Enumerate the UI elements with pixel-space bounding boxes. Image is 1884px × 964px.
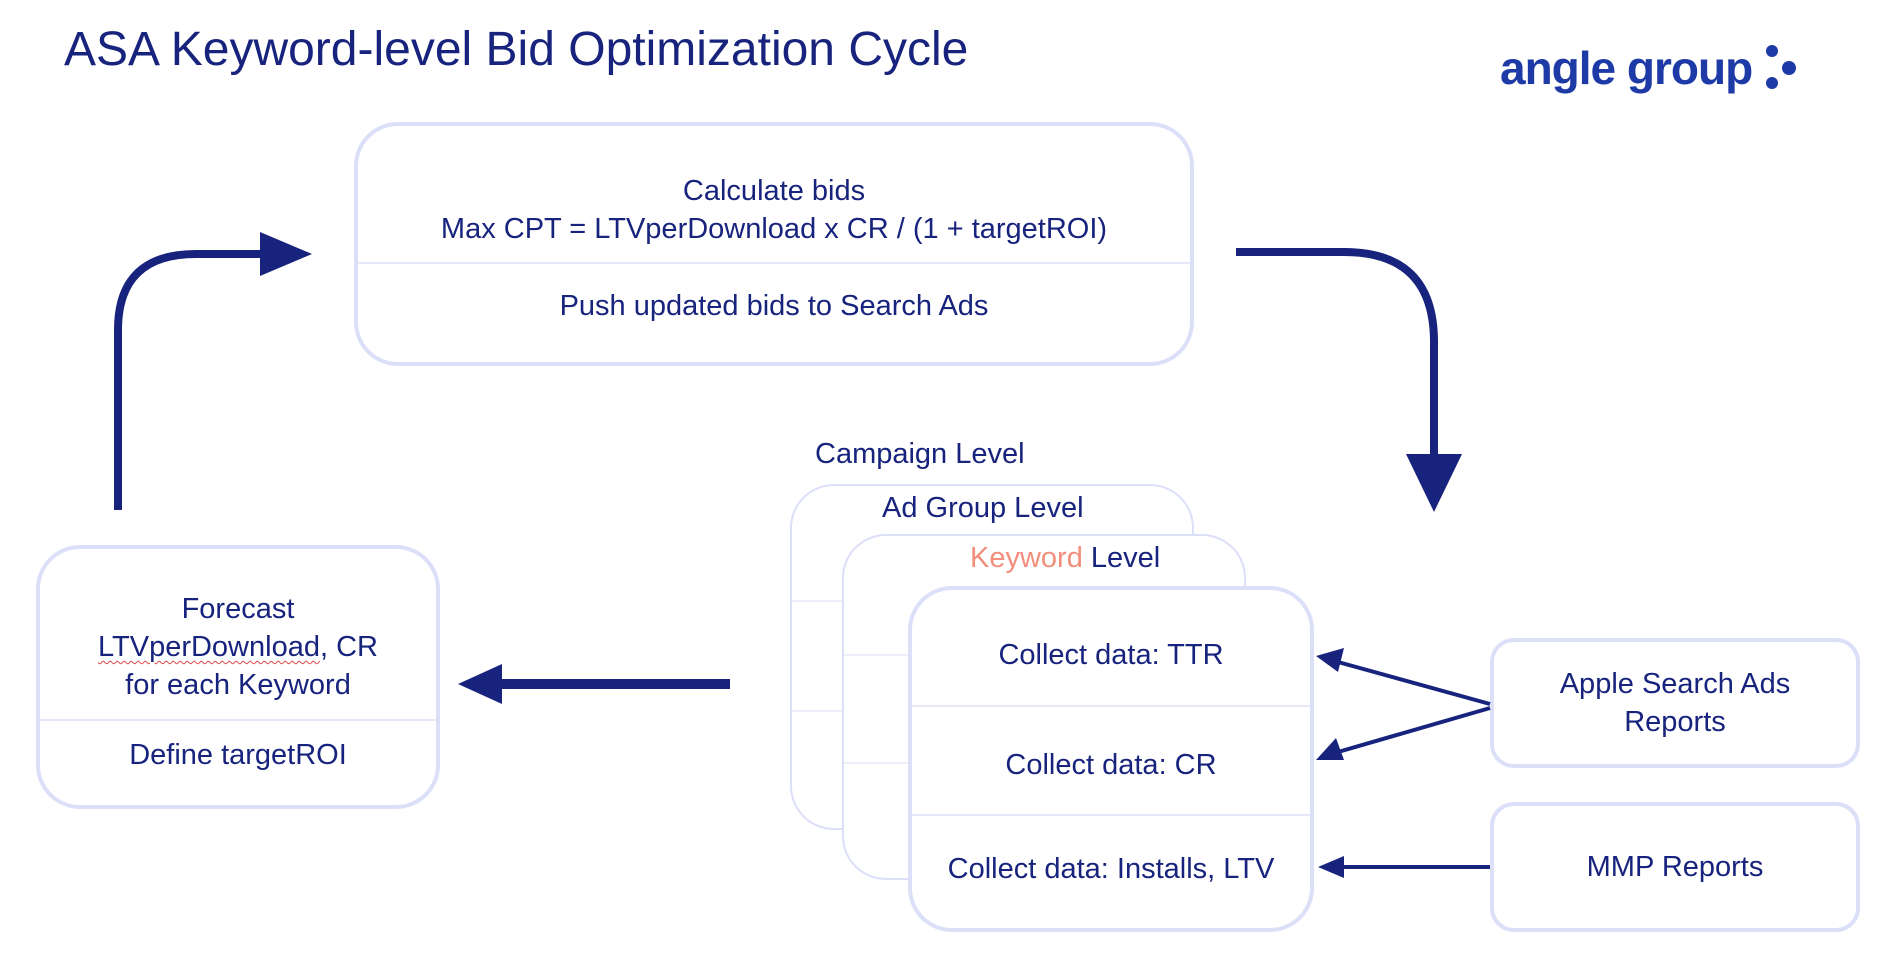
keyword-accent-text: Keyword — [970, 542, 1083, 574]
asa-to-ttr-arrowhead — [1316, 648, 1344, 672]
cr-term: , CR — [319, 631, 378, 663]
asa-to-cr-arrow — [1337, 706, 1491, 754]
push-bids-label: Push updated bids to Search Ads — [559, 290, 989, 322]
collect-cr-label: Collect data: CR — [1005, 749, 1217, 781]
asa-to-cr-arrowhead — [1316, 738, 1344, 760]
up-right-arrow — [114, 250, 280, 510]
mmp-reports-box: MMP Reports — [1490, 802, 1860, 932]
angle-group-logo: angle group — [1500, 38, 1806, 98]
top-box-divider — [358, 262, 1190, 264]
apple-search-ads-reports-label: Apple Search Ads Reports — [1559, 668, 1791, 738]
keyword-level-card: Collect data: TTR Collect data: CR Colle… — [908, 586, 1314, 932]
keyword-card-divider — [912, 814, 1310, 816]
collect-ttr-label: Collect data: TTR — [998, 639, 1224, 671]
forecast-section: Forecast LTVperDownload, CR for each Key… — [40, 585, 436, 709]
mmp-reports-label: MMP Reports — [1586, 851, 1764, 883]
campaign-level-label: Campaign Level — [815, 438, 1025, 470]
max-cpt-formula: Max CPT = LTVperDownload x CR / (1 + tar… — [440, 213, 1108, 245]
calculate-bids-section: Calculate bids Max CPT = LTVperDownload … — [358, 170, 1190, 250]
logo-text: angle group — [1500, 42, 1753, 94]
right-down-arrowhead — [1406, 454, 1462, 512]
collect-installs-ltv-label: Collect data: Installs, LTV — [947, 853, 1275, 885]
keyword-level-label: Keyword Level — [970, 542, 1160, 575]
mmp-to-installs-arrowhead — [1318, 856, 1344, 878]
ltv-per-download-term: LTVperDownload — [98, 631, 320, 663]
calculate-bids-label: Calculate bids — [682, 175, 866, 207]
forecast-box: Forecast LTVperDownload, CR for each Key… — [36, 545, 440, 809]
to-forecast-arrowhead — [458, 664, 502, 704]
logo-dots-icon — [1766, 43, 1806, 93]
up-right-arrowhead — [260, 232, 312, 276]
asa-to-ttr-arrow — [1337, 660, 1491, 706]
define-target-roi-label: Define targetROI — [129, 739, 347, 771]
calculate-bids-box: Calculate bids Max CPT = LTVperDownload … — [354, 122, 1194, 366]
forecast-label: Forecast — [181, 593, 295, 625]
apple-search-ads-reports-box: Apple Search Ads Reports — [1490, 638, 1860, 768]
forecast-metrics: LTVperDownload, CR — [98, 628, 378, 666]
right-down-arrow — [1236, 248, 1438, 460]
keyword-card-divider — [912, 705, 1310, 707]
page-title: ASA Keyword-level Bid Optimization Cycle — [64, 23, 969, 76]
forecast-scope: for each Keyword — [125, 669, 351, 701]
level-text: Level — [1082, 542, 1161, 574]
left-box-divider — [40, 719, 436, 721]
ad-group-level-label: Ad Group Level — [882, 492, 1084, 524]
